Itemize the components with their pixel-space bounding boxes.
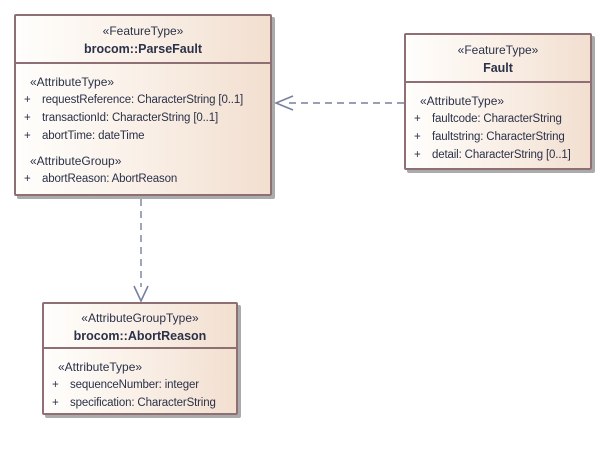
class-header: «FeatureType» Fault xyxy=(406,35,590,83)
visibility-symbol: + xyxy=(52,397,59,409)
visibility-symbol: + xyxy=(24,173,31,185)
attribute-text: abortTime: dateTime xyxy=(42,130,145,142)
attribute-row[interactable]: + detail: CharacterString [0..1] xyxy=(406,146,590,164)
class-attributes-compartment: «AttributeType» + requestReference: Chara… xyxy=(16,64,270,188)
attribute-text: detail: CharacterString [0..1] xyxy=(432,149,571,161)
attribute-text: faultstring: CharacterString xyxy=(432,131,565,143)
class-name: brocom::ParseFault xyxy=(83,42,203,56)
class-name: Fault xyxy=(483,61,513,75)
attribute-text: sequenceNumber: integer xyxy=(70,379,199,391)
attribute-text: transactionId: CharacterString [0..1] xyxy=(42,112,218,124)
attribute-text: specification: CharacterString xyxy=(70,397,216,409)
attribute-row[interactable]: + sequenceNumber: integer xyxy=(44,376,236,394)
open-arrowhead-left-icon xyxy=(273,95,294,111)
section-heading: «AttributeType» xyxy=(420,94,505,108)
visibility-symbol: + xyxy=(24,94,31,106)
dependency-arrow-parsefault-to-abortreason[interactable] xyxy=(133,199,149,303)
class-box-abortreason[interactable]: «AttributeGroupType» brocom::AbortReason… xyxy=(42,302,238,415)
attribute-row[interactable]: + transactionId: CharacterString [0..1] xyxy=(16,109,270,127)
attribute-text: abortReason: AbortReason xyxy=(42,173,178,185)
attribute-row[interactable]: + faultstring: CharacterString xyxy=(406,128,590,146)
class-box-parsefault[interactable]: «FeatureType» brocom::ParseFault «Attrib… xyxy=(14,14,272,196)
class-header: «AttributeGroupType» brocom::AbortReason xyxy=(44,304,236,349)
visibility-symbol: + xyxy=(414,113,421,125)
class-stereotype: «AttributeGroupType» xyxy=(81,311,199,325)
attribute-text: requestReference: CharacterString [0..1] xyxy=(42,94,244,106)
visibility-symbol: + xyxy=(414,131,421,143)
class-header: «FeatureType» brocom::ParseFault xyxy=(16,16,270,64)
class-stereotype: «FeatureType» xyxy=(457,43,539,57)
class-attributes-compartment: «AttributeType» + faultcode: CharacterStr… xyxy=(406,83,590,164)
section-heading: «AttributeType» xyxy=(30,75,115,89)
section-heading: «AttributeType» xyxy=(58,360,143,374)
attribute-row[interactable]: + requestReference: CharacterString [0..1… xyxy=(16,91,270,109)
attribute-row[interactable]: + specification: CharacterString xyxy=(44,394,236,412)
dependency-arrow-fault-to-parsefault[interactable] xyxy=(273,95,404,111)
open-arrowhead-down-icon xyxy=(133,285,149,303)
visibility-symbol: + xyxy=(24,112,31,124)
visibility-symbol: + xyxy=(24,130,31,142)
class-box-fault[interactable]: «FeatureType» Fault «AttributeType» + fau… xyxy=(404,33,592,170)
attribute-text: faultcode: CharacterString xyxy=(432,113,562,125)
visibility-symbol: + xyxy=(414,149,421,161)
attribute-row[interactable]: + faultcode: CharacterString xyxy=(406,110,590,128)
visibility-symbol: + xyxy=(52,379,59,391)
section-heading: «AttributeGroup» xyxy=(30,154,122,168)
class-stereotype: «FeatureType» xyxy=(102,24,184,38)
attribute-row[interactable]: + abortTime: dateTime xyxy=(16,127,270,145)
class-name: brocom::AbortReason xyxy=(73,329,207,343)
attribute-row[interactable]: + abortReason: AbortReason xyxy=(16,170,270,188)
class-attributes-compartment: «AttributeType» + sequenceNumber: integer… xyxy=(44,349,236,412)
